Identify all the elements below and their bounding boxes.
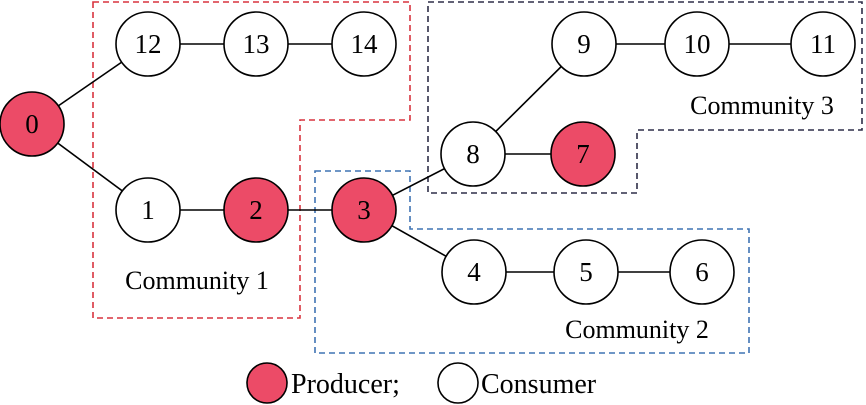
node-9-label: 9 — [577, 29, 591, 59]
node-6-label: 6 — [695, 257, 709, 287]
node-6: 6 — [669, 239, 735, 305]
node-0-label: 0 — [25, 109, 39, 139]
node-2-circle — [223, 177, 289, 243]
node-1: 1 — [115, 177, 181, 243]
node-5-label: 5 — [579, 257, 593, 287]
community-3-label: Community 3 — [690, 91, 834, 120]
node-4: 4 — [441, 239, 507, 305]
node-7-circle — [550, 121, 616, 187]
node-12: 12 — [115, 11, 181, 77]
community-3-boundary — [427, 1, 863, 194]
node-8-label: 8 — [466, 139, 480, 169]
node-11-circle — [790, 11, 856, 77]
node-11: 11 — [790, 11, 856, 77]
community-2-label: Community 2 — [565, 315, 709, 344]
node-7: 7 — [550, 121, 616, 187]
node-1-circle — [115, 177, 181, 243]
node-10-circle — [664, 11, 730, 77]
node-0-circle — [0, 91, 65, 157]
node-5-circle — [553, 239, 619, 305]
node-2-label: 2 — [249, 195, 263, 225]
legend-producer-label: Producer; — [291, 369, 400, 400]
node-13: 13 — [223, 11, 289, 77]
node-3: 3 — [331, 177, 397, 243]
legend-consumer-swatch — [437, 362, 479, 404]
node-14-label: 14 — [351, 29, 379, 59]
node-9: 9 — [551, 11, 617, 77]
node-5: 5 — [553, 239, 619, 305]
node-12-circle — [115, 11, 181, 77]
node-1-label: 1 — [141, 195, 155, 225]
node-6-circle — [669, 239, 735, 305]
node-3-label: 3 — [357, 195, 371, 225]
node-7-label: 7 — [576, 139, 590, 169]
node-14: 14 — [331, 11, 397, 77]
node-10-label: 10 — [684, 29, 711, 59]
legend: Producer; Consumer — [246, 362, 597, 404]
node-3-circle — [331, 177, 397, 243]
node-13-circle — [223, 11, 289, 77]
node-12-label: 12 — [135, 29, 162, 59]
community-2-boundary — [314, 170, 750, 354]
node-9-circle — [551, 11, 617, 77]
legend-producer-swatch — [246, 362, 288, 404]
node-4-circle — [441, 239, 507, 305]
node-10: 10 — [664, 11, 730, 77]
legend-consumer-label: Consumer — [481, 369, 597, 400]
node-11-label: 11 — [810, 29, 836, 59]
node-4-label: 4 — [467, 257, 481, 287]
community-1-boundary — [92, 1, 411, 319]
node-13-label: 13 — [243, 29, 270, 59]
node-14-circle — [331, 11, 397, 77]
node-0: 0 — [0, 91, 65, 157]
node-8: 8 — [440, 121, 506, 187]
node-2: 2 — [223, 177, 289, 243]
node-8-circle — [440, 121, 506, 187]
community-1-label: Community 1 — [125, 266, 269, 295]
